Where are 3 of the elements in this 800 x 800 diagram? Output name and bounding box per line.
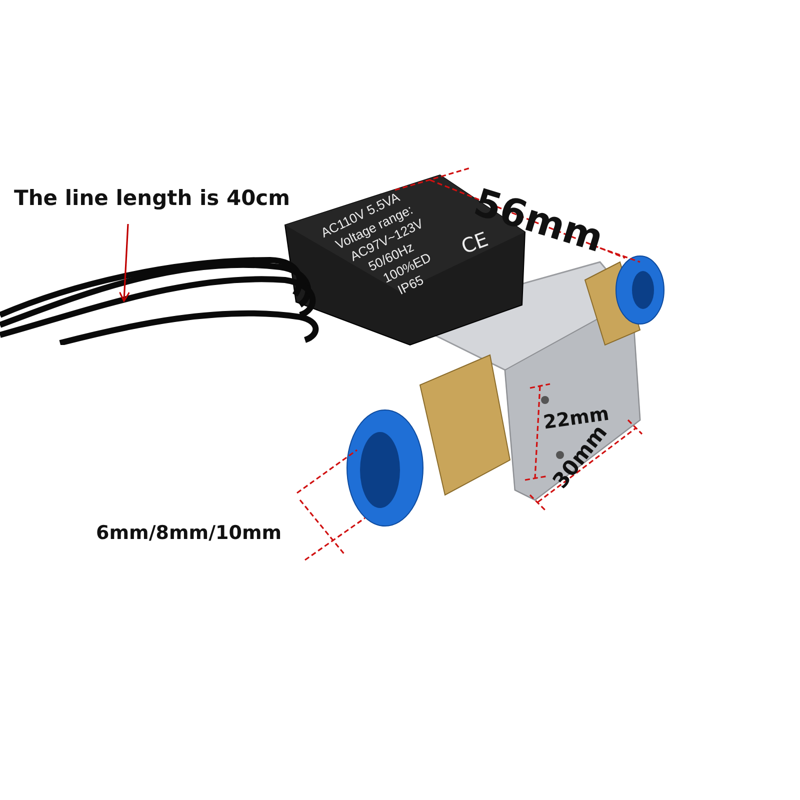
dimension-text: 6mm/8mm/10mm [96,522,282,544]
annotation-text: The line length is 40cm [14,186,290,210]
arrow [118,224,130,302]
